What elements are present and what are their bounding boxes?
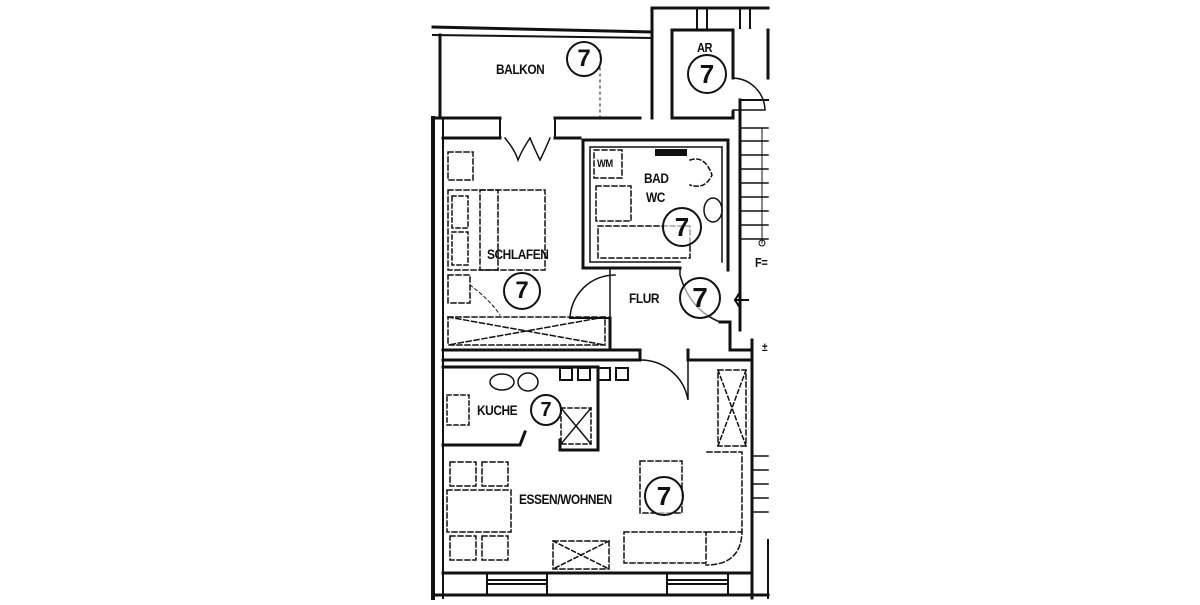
kitchen-outline [441,365,629,452]
stair-label: F= [755,255,768,270]
room-marker-kueche: 7 [530,394,562,426]
room-marker-balkon: 7 [566,41,602,77]
room-marker-essen-wohnen: 7 [644,476,684,516]
bathroom-outline [581,138,730,272]
room-label-balkon: BALKON [496,61,545,77]
room-label-wc: WC [646,189,665,205]
level-mark: ± [762,340,768,354]
room-label-essen-wohnen: ESSEN/WOHNEN [519,491,612,507]
room-marker-bad-wc: 7 [662,207,702,247]
room-label-ar: AR [697,40,713,55]
room-label-kueche: KUCHE [477,402,518,418]
room-marker-schlafen: 7 [503,272,541,310]
room-label-schlafen: SCHLAFEN [487,246,549,262]
room-label-flur: FLUR [629,290,660,306]
room-marker-flur: 7 [679,277,721,319]
storage-room-outline [650,6,770,120]
balcony-outline [431,6,654,120]
bedroom-outline [441,151,612,352]
room-label-bad: BAD [644,170,669,186]
room-marker-ar: 7 [687,54,727,94]
room-label-wm: WM [597,158,613,170]
